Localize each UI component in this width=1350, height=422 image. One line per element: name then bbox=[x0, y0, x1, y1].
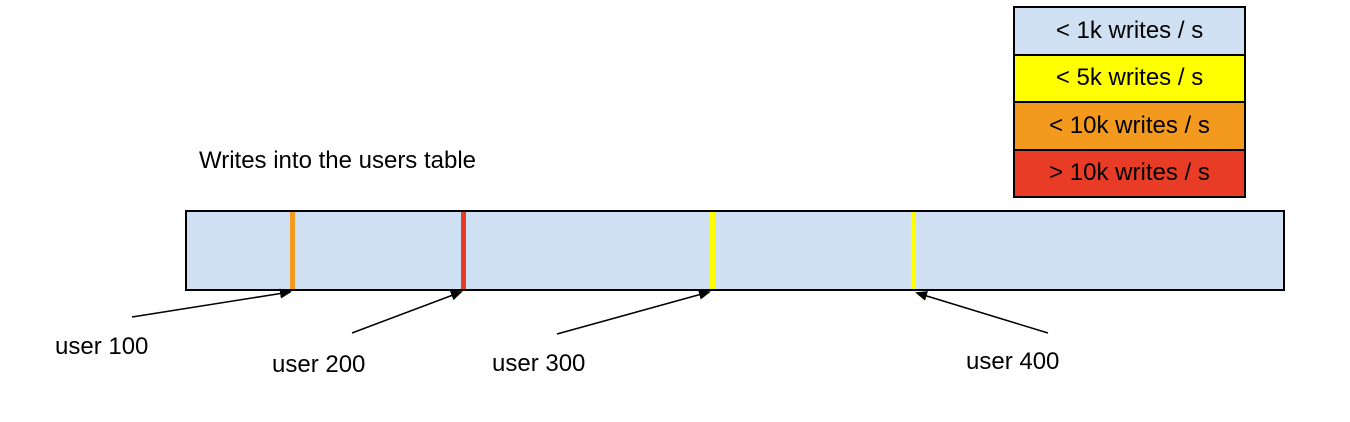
arrow-user-300 bbox=[556, 289, 711, 335]
hotspot-stripe-user-100 bbox=[289, 212, 295, 289]
legend-item-label: > 10k writes / s bbox=[1049, 159, 1210, 187]
legend-item-label: < 10k writes / s bbox=[1049, 111, 1210, 139]
legend-item-1: < 5k writes / s bbox=[1015, 53, 1244, 101]
label-user-100: user 100 bbox=[55, 333, 149, 360]
label-user-200: user 200 bbox=[272, 351, 366, 378]
hotspot-stripe-user-200 bbox=[460, 212, 466, 289]
write-rate-legend: < 1k writes / s < 5k writes / s < 10k writ… bbox=[1013, 6, 1246, 198]
label-user-400: user 400 bbox=[966, 348, 1060, 375]
legend-item-label: < 5k writes / s bbox=[1055, 64, 1204, 92]
diagram-title: Writes into the users table bbox=[199, 147, 477, 174]
arrow-user-400 bbox=[915, 291, 1049, 334]
label-user-300: user 300 bbox=[492, 350, 586, 377]
arrow-user-200 bbox=[351, 290, 463, 334]
hotspot-stripe-user-400 bbox=[910, 212, 916, 289]
hotspot-stripe-user-300 bbox=[709, 212, 715, 289]
legend-item-label: < 1k writes / s bbox=[1055, 16, 1204, 44]
legend-item-3: > 10k writes / s bbox=[1015, 148, 1244, 196]
legend-item-0: < 1k writes / s bbox=[1015, 8, 1244, 54]
legend-item-2: < 10k writes / s bbox=[1015, 101, 1244, 149]
arrow-user-100 bbox=[131, 288, 292, 318]
users-table-bar bbox=[185, 210, 1285, 291]
